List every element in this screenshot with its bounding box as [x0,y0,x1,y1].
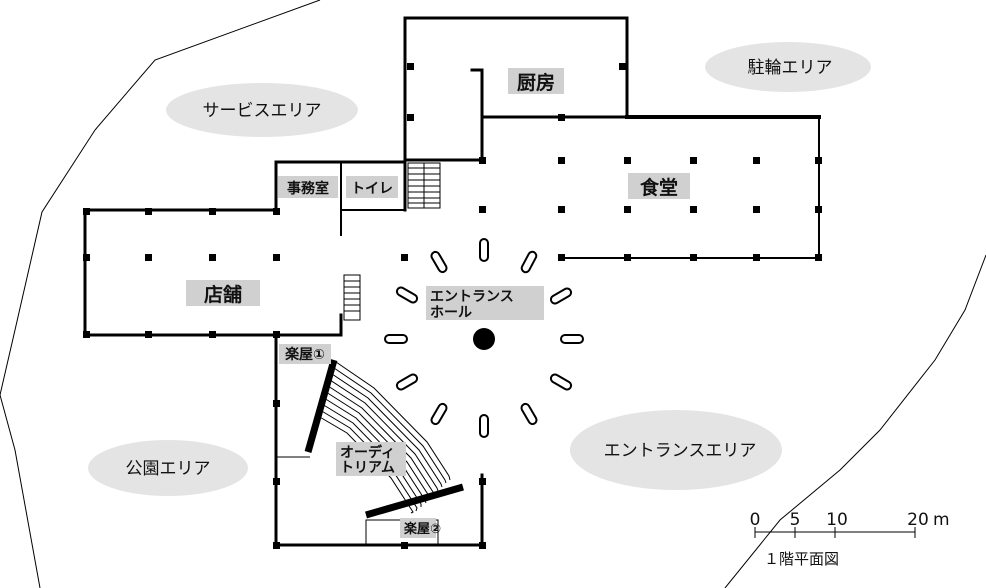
scale-bar: 0 5 10 20 m [750,510,950,538]
entrance-area-label: エントランスエリア [604,441,757,461]
shop-label: 店舗 [204,283,242,306]
room-label-backgrounds [186,68,690,538]
office-label: 事務室 [287,180,329,197]
bicycle-area-ellipse [705,42,871,92]
site-boundary-left [0,0,321,588]
bicycle-area-label: 駐輪エリア [748,58,833,78]
kitchen-label: 厨房 [517,71,555,94]
columns [83,63,822,549]
entrance-hall-label-line2: ホール [430,305,472,321]
scale-tick-20: 20 [907,510,929,530]
auditorium-label-line2: トリアム [340,460,395,476]
stairs-west [343,274,361,321]
central-pillar [473,328,495,350]
park-area-ellipse [88,440,248,496]
scale-tick-5: 5 [790,510,801,530]
scale-tick-10: 10 [826,510,848,530]
entrance-area-ellipse [570,410,782,490]
auditorium-label-line1: オーディ [340,444,395,461]
site-boundary-right [724,254,986,588]
dining-label: 食堂 [640,176,678,199]
green-room-2-label: 楽屋② [403,521,441,537]
stairs-north [407,162,441,209]
green-room-1-label: 楽屋① [284,346,325,363]
rear-wall [365,483,464,519]
park-area-label: 公園エリア [126,459,211,479]
toilet-label: トイレ [351,181,393,197]
service-area-label: サービスエリア [203,101,322,121]
entrance-hall-label-line1: エントランス [430,289,514,305]
plan-caption: １階平面図 [764,550,839,568]
service-area-ellipse [166,83,358,137]
scale-tick-0: 0 [750,510,761,530]
hall-benches [384,238,584,438]
auditorium-seating [317,361,451,514]
stage-wall [304,359,338,453]
scale-unit: m [933,510,950,530]
